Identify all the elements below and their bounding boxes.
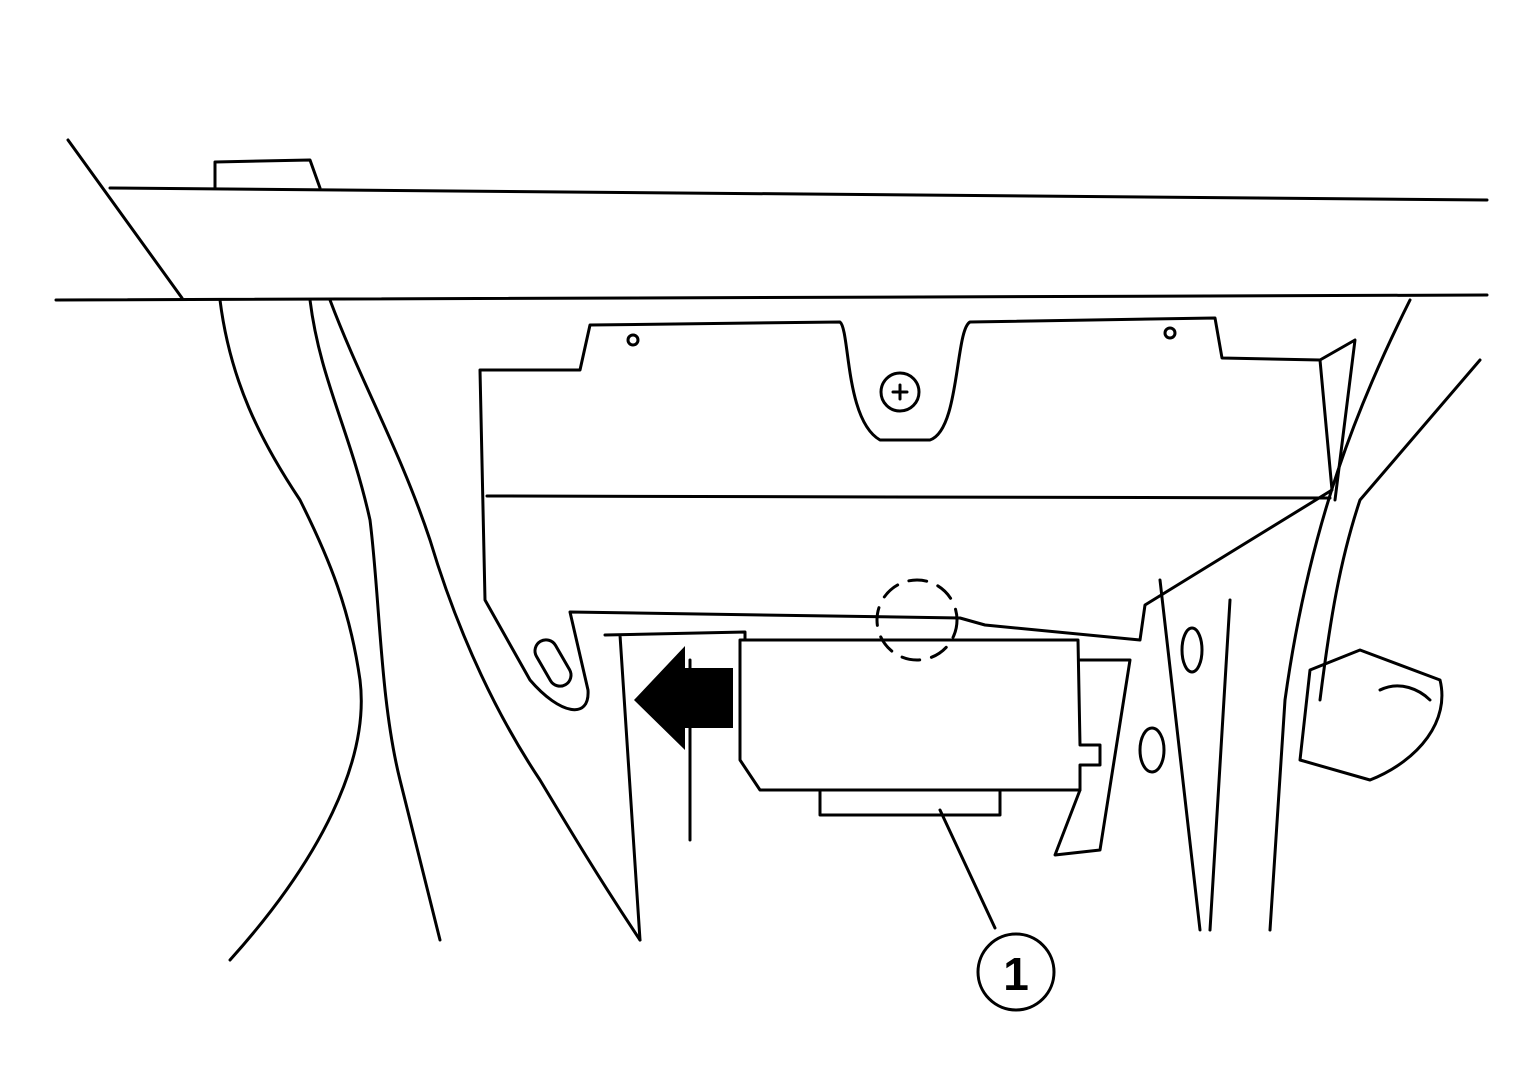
- screw-icon: [879, 371, 921, 413]
- control-unit: [603, 630, 1132, 942]
- location-marker: [875, 578, 959, 662]
- callout-1: 1: [938, 808, 1056, 1012]
- mounting-bracket: [478, 316, 1334, 712]
- callout-label: 1: [1003, 948, 1029, 1000]
- removal-arrow-icon: [634, 646, 733, 750]
- dash-panel: [54, 138, 1489, 302]
- right-structure: [1138, 298, 1482, 932]
- harness-left: [218, 298, 642, 962]
